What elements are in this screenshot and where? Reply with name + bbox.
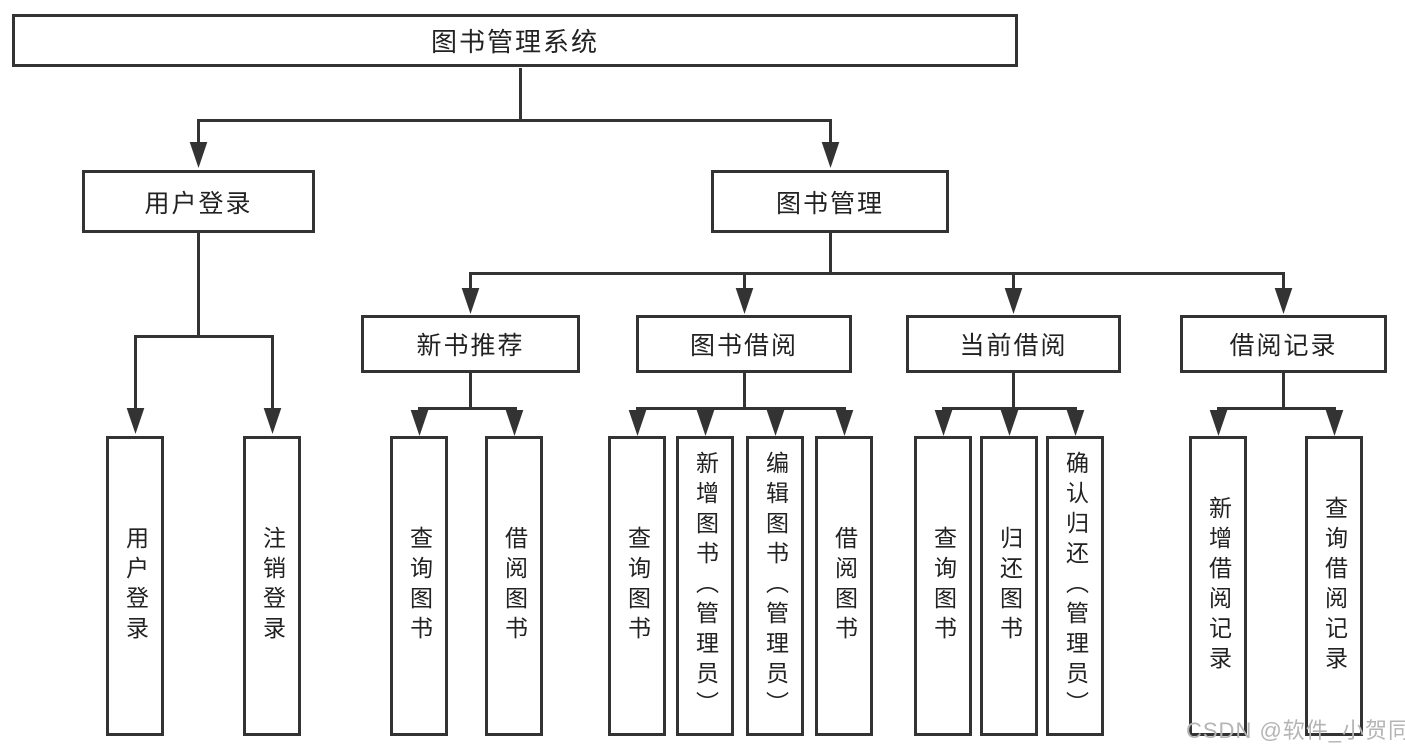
edge-mgmt-drop-1 <box>469 272 472 288</box>
edge-current-drop-1 <box>942 407 945 412</box>
node-leaf-borrow-books: 借阅图书 <box>815 436 873 736</box>
arrow-down-icon <box>263 408 282 434</box>
edge-current-drop-2 <box>1008 407 1011 412</box>
node-label-leaf-user-login: 用户登录 <box>122 526 149 646</box>
edge-borrow-rail <box>636 407 846 410</box>
edge-recommend-rail <box>418 407 517 410</box>
node-book-borrowing: 图书借阅 <box>636 315 852 373</box>
edge-mgmt-stem <box>829 233 832 272</box>
arrow-down-icon <box>934 410 953 436</box>
node-label-leaf-edit-books-admin: 编辑图书（管理员） <box>762 451 789 721</box>
node-leaf-borrow-books-recommend: 借阅图书 <box>485 436 543 736</box>
node-leaf-return-books: 归还图书 <box>980 436 1038 736</box>
edge-user-drop-2 <box>271 335 274 409</box>
node-leaf-query-books-recommend: 查询图书 <box>390 436 448 736</box>
node-label-leaf-add-books-admin: 新增图书（管理员） <box>692 451 719 721</box>
arrow-down-icon <box>696 410 715 436</box>
edge-user-rail <box>134 335 274 338</box>
node-label-leaf-query-books-recommend: 查询图书 <box>406 526 433 646</box>
arrow-down-icon <box>628 410 647 436</box>
arrow-down-icon <box>1066 410 1085 436</box>
node-library-management-system: 图书管理系统 <box>12 14 1018 67</box>
edge-records-stem <box>1282 373 1285 407</box>
edge-mgmt-drop-3 <box>1012 272 1015 288</box>
edge-borrow-drop-2 <box>704 407 707 412</box>
node-label-leaf-logout: 注销登录 <box>259 526 286 646</box>
arrow-down-icon <box>189 142 208 168</box>
edge-mgmt-drop-2 <box>743 272 746 288</box>
node-label-leaf-borrow-books-recommend: 借阅图书 <box>501 526 528 646</box>
node-label-borrowing-records: 借阅记录 <box>1229 332 1338 360</box>
node-borrowing-records: 借阅记录 <box>1180 315 1387 373</box>
node-leaf-query-books-borrow: 查询图书 <box>608 436 666 736</box>
arrow-down-icon <box>1000 410 1019 436</box>
arrow-down-icon <box>835 410 854 436</box>
edge-records-drop-2 <box>1333 407 1336 412</box>
node-label-book-management: 图书管理 <box>775 189 884 218</box>
node-label-user-login-branch: 用户登录 <box>144 189 253 218</box>
arrow-down-icon <box>1325 410 1344 436</box>
edge-root-drop-left <box>197 119 200 143</box>
node-book-management-branch: 图书管理 <box>711 170 949 233</box>
edge-recommend-stem <box>469 373 472 407</box>
arrow-down-icon <box>126 408 145 434</box>
edge-mgmt-rail <box>469 272 1285 275</box>
edge-borrow-drop-3 <box>774 407 777 412</box>
node-label-new-book-recommendation: 新书推荐 <box>416 332 525 360</box>
edge-borrow-stem <box>743 373 746 407</box>
node-leaf-add-books-admin: 新增图书（管理员） <box>676 436 734 736</box>
node-leaf-user-login: 用户登录 <box>106 436 164 736</box>
edge-borrow-drop-1 <box>636 407 639 412</box>
node-label-leaf-borrow-books: 借阅图书 <box>831 526 858 646</box>
node-leaf-edit-books-admin: 编辑图书（管理员） <box>746 436 804 736</box>
node-leaf-query-books-current: 查询图书 <box>914 436 972 736</box>
node-label-book-borrowing: 图书借阅 <box>689 332 798 360</box>
arrow-down-icon <box>1274 288 1293 314</box>
edge-recommend-drop-2 <box>513 407 516 412</box>
arrow-down-icon <box>735 288 754 314</box>
node-leaf-confirm-return-admin: 确认归还（管理员） <box>1046 436 1104 736</box>
edge-root-stem <box>519 68 522 119</box>
node-current-borrowing: 当前借阅 <box>906 315 1121 373</box>
edge-records-rail <box>1217 407 1336 410</box>
arrow-down-icon <box>766 410 785 436</box>
node-label-leaf-return-books: 归还图书 <box>996 526 1023 646</box>
node-leaf-query-borrow-record: 查询借阅记录 <box>1305 436 1363 736</box>
edge-current-stem <box>1012 373 1015 407</box>
csdn-watermark: CSDN @软件_小贺同学 <box>1186 718 1405 743</box>
edge-records-drop-1 <box>1217 407 1220 412</box>
edge-user-stem <box>197 233 200 335</box>
arrow-down-icon <box>461 288 480 314</box>
node-label-leaf-add-borrow-record: 新增借阅记录 <box>1205 496 1232 676</box>
edge-borrow-drop-4 <box>843 407 846 412</box>
node-label-current-borrowing: 当前借阅 <box>959 332 1068 360</box>
arrow-down-icon <box>821 142 840 168</box>
node-label-leaf-confirm-return-admin: 确认归还（管理员） <box>1062 451 1089 721</box>
edge-user-drop-1 <box>134 335 137 409</box>
node-label-leaf-query-books-borrow: 查询图书 <box>624 526 651 646</box>
node-user-login-branch: 用户登录 <box>82 170 315 233</box>
edge-root-drop-right <box>829 119 832 143</box>
arrow-down-icon <box>410 410 429 436</box>
arrow-down-icon <box>1209 410 1228 436</box>
edge-root-rail <box>197 119 832 122</box>
node-leaf-add-borrow-record: 新增借阅记录 <box>1189 436 1247 736</box>
node-new-book-recommendation: 新书推荐 <box>361 315 580 373</box>
node-label-leaf-query-books-current: 查询图书 <box>930 526 957 646</box>
edge-mgmt-drop-4 <box>1282 272 1285 288</box>
edge-recommend-drop-1 <box>418 407 421 412</box>
node-label-title: 图书管理系统 <box>430 27 599 57</box>
node-leaf-logout: 注销登录 <box>243 436 301 736</box>
arrow-down-icon <box>505 410 524 436</box>
arrow-down-icon <box>1004 288 1023 314</box>
edge-current-drop-3 <box>1074 407 1077 412</box>
node-label-leaf-query-borrow-record: 查询借阅记录 <box>1321 496 1348 676</box>
